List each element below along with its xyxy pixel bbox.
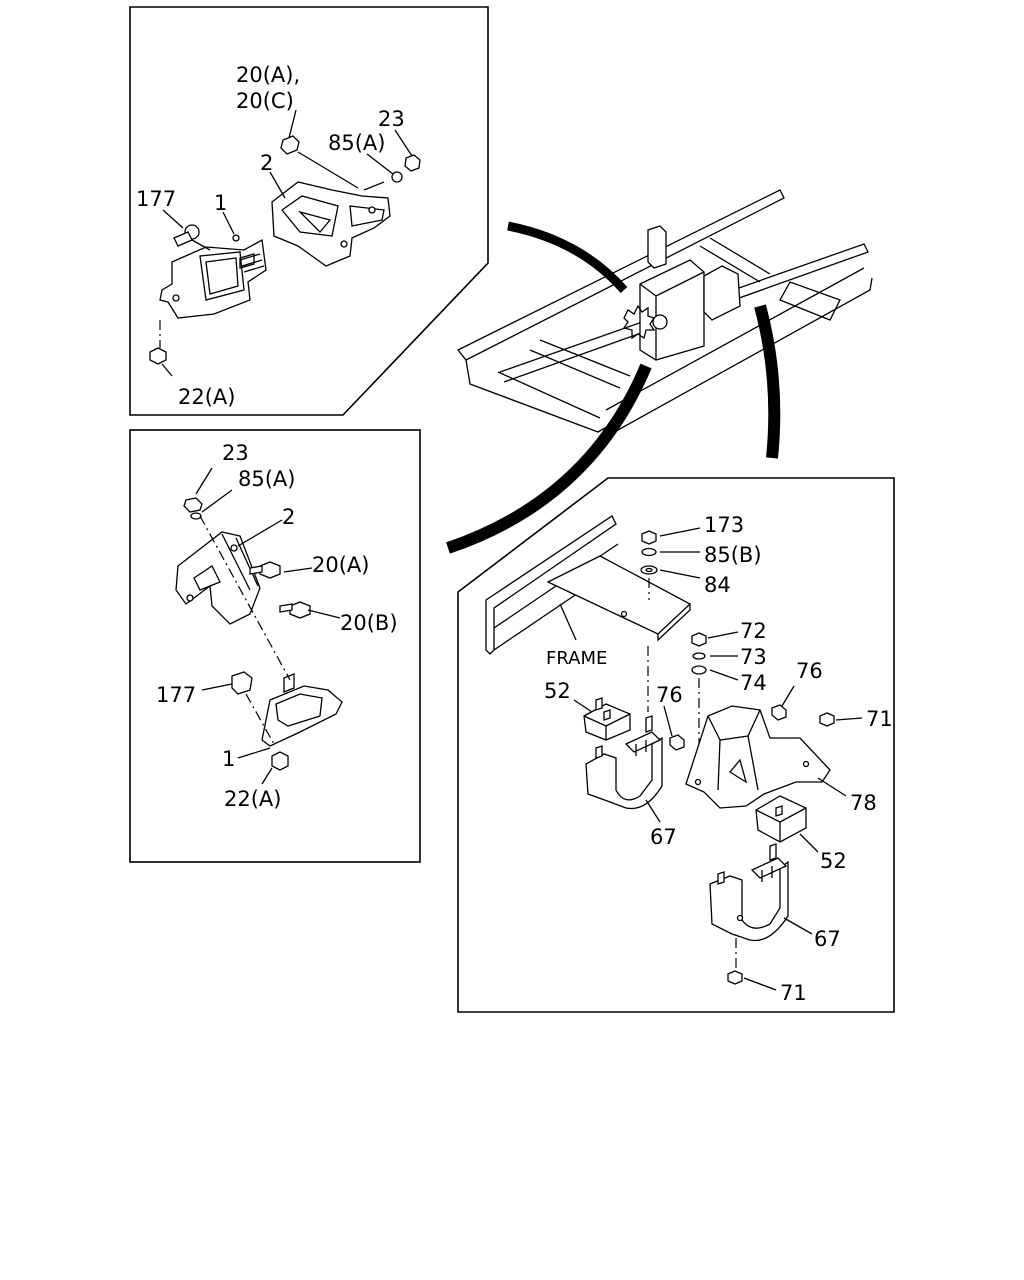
label-173: 173 — [704, 513, 744, 537]
label-84: 84 — [704, 573, 731, 597]
panel-top-left-border — [129, 6, 489, 416]
callout-arc-top-left — [507, 221, 628, 293]
label-72: 72 — [740, 619, 767, 643]
label-76-right: 76 — [796, 659, 823, 683]
part-71-nut-upper — [819, 712, 835, 727]
label-1: 1 — [222, 747, 235, 771]
label-71-lower: 71 — [780, 981, 807, 1005]
label-177: 177 — [156, 683, 196, 707]
part-22a-nut — [149, 320, 167, 365]
label-frame: FRAME — [546, 648, 607, 669]
part-23-nut — [404, 154, 421, 172]
part-74-washer — [691, 665, 707, 675]
part-85b-washer — [641, 547, 657, 557]
label-85b: 85(B) — [704, 543, 762, 567]
label-71-upper: 71 — [866, 707, 893, 731]
part-71-nut-lower — [727, 970, 743, 985]
label-85a: 85(A) — [238, 467, 295, 491]
panel-mid-left-border — [129, 429, 421, 863]
part-177-bolt — [231, 671, 253, 695]
panel-right-border — [457, 477, 895, 1013]
part-20-bolt — [280, 135, 359, 189]
part-76-bolt-left — [669, 734, 685, 751]
label-52-right: 52 — [820, 849, 847, 873]
label-177: 177 — [136, 187, 176, 211]
part-52-rubber-mount-right — [755, 795, 807, 843]
callout-arc-right — [754, 304, 781, 459]
mount-studs — [239, 253, 265, 273]
label-20a: 20(A) — [312, 553, 369, 577]
part-1-engine-mount — [261, 673, 343, 747]
part-84-washer — [640, 565, 658, 575]
part-1-engine-mount — [159, 234, 267, 319]
label-85a: 85(A) — [328, 131, 385, 155]
part-23-nut — [183, 497, 203, 513]
part-76-bolt-right — [771, 704, 787, 721]
part-67-bracket-right — [709, 843, 789, 942]
part-85a-washer — [190, 512, 202, 520]
label-1: 1 — [214, 191, 227, 215]
part-73-washer — [692, 652, 706, 660]
part-67-bracket-left — [585, 715, 663, 810]
part-177-bolt — [173, 224, 211, 251]
part-2-bracket — [271, 181, 391, 267]
label-74: 74 — [740, 671, 767, 695]
part-52-rubber-mount-left — [583, 697, 631, 741]
panel-mid-left: 23 85(A) 2 20(A) 20(B) 177 1 22(A) — [129, 429, 421, 863]
vehicle-frame-overview — [446, 189, 873, 554]
panel-top-left: 20(A), 20(C) 23 85(A) 2 177 1 22(A) — [129, 6, 489, 416]
label-22a: 22(A) — [178, 385, 235, 409]
part-20b-bolt — [279, 601, 311, 619]
part-85a-washer — [363, 171, 403, 191]
assembly-centerline — [199, 515, 291, 745]
label-2: 2 — [260, 151, 273, 175]
frame-rail — [485, 515, 692, 655]
label-20b: 20(B) — [340, 611, 398, 635]
label-73: 73 — [740, 645, 767, 669]
part-22a-nut — [271, 751, 289, 771]
callout-arc-mid-left — [446, 363, 652, 554]
part-2-bracket — [175, 531, 261, 625]
part-72-nut — [691, 632, 707, 647]
label-52-left: 52 — [544, 679, 571, 703]
part-78-crossmember — [685, 705, 831, 809]
label-22a: 22(A) — [224, 787, 281, 811]
label-67-right: 67 — [814, 927, 841, 951]
label-20a: 20(A), — [236, 63, 300, 87]
label-20c: 20(C) — [236, 89, 294, 113]
panel-right: 173 85(B) 84 72 73 74 FRAME 52 76 76 71 … — [457, 477, 895, 1013]
part-20a-bolt — [249, 561, 281, 579]
label-2: 2 — [282, 505, 295, 529]
label-67-left: 67 — [650, 825, 677, 849]
label-78: 78 — [850, 791, 877, 815]
label-23: 23 — [378, 107, 405, 131]
label-23: 23 — [222, 441, 249, 465]
part-173-nut — [641, 530, 657, 545]
label-76-left: 76 — [656, 683, 683, 707]
